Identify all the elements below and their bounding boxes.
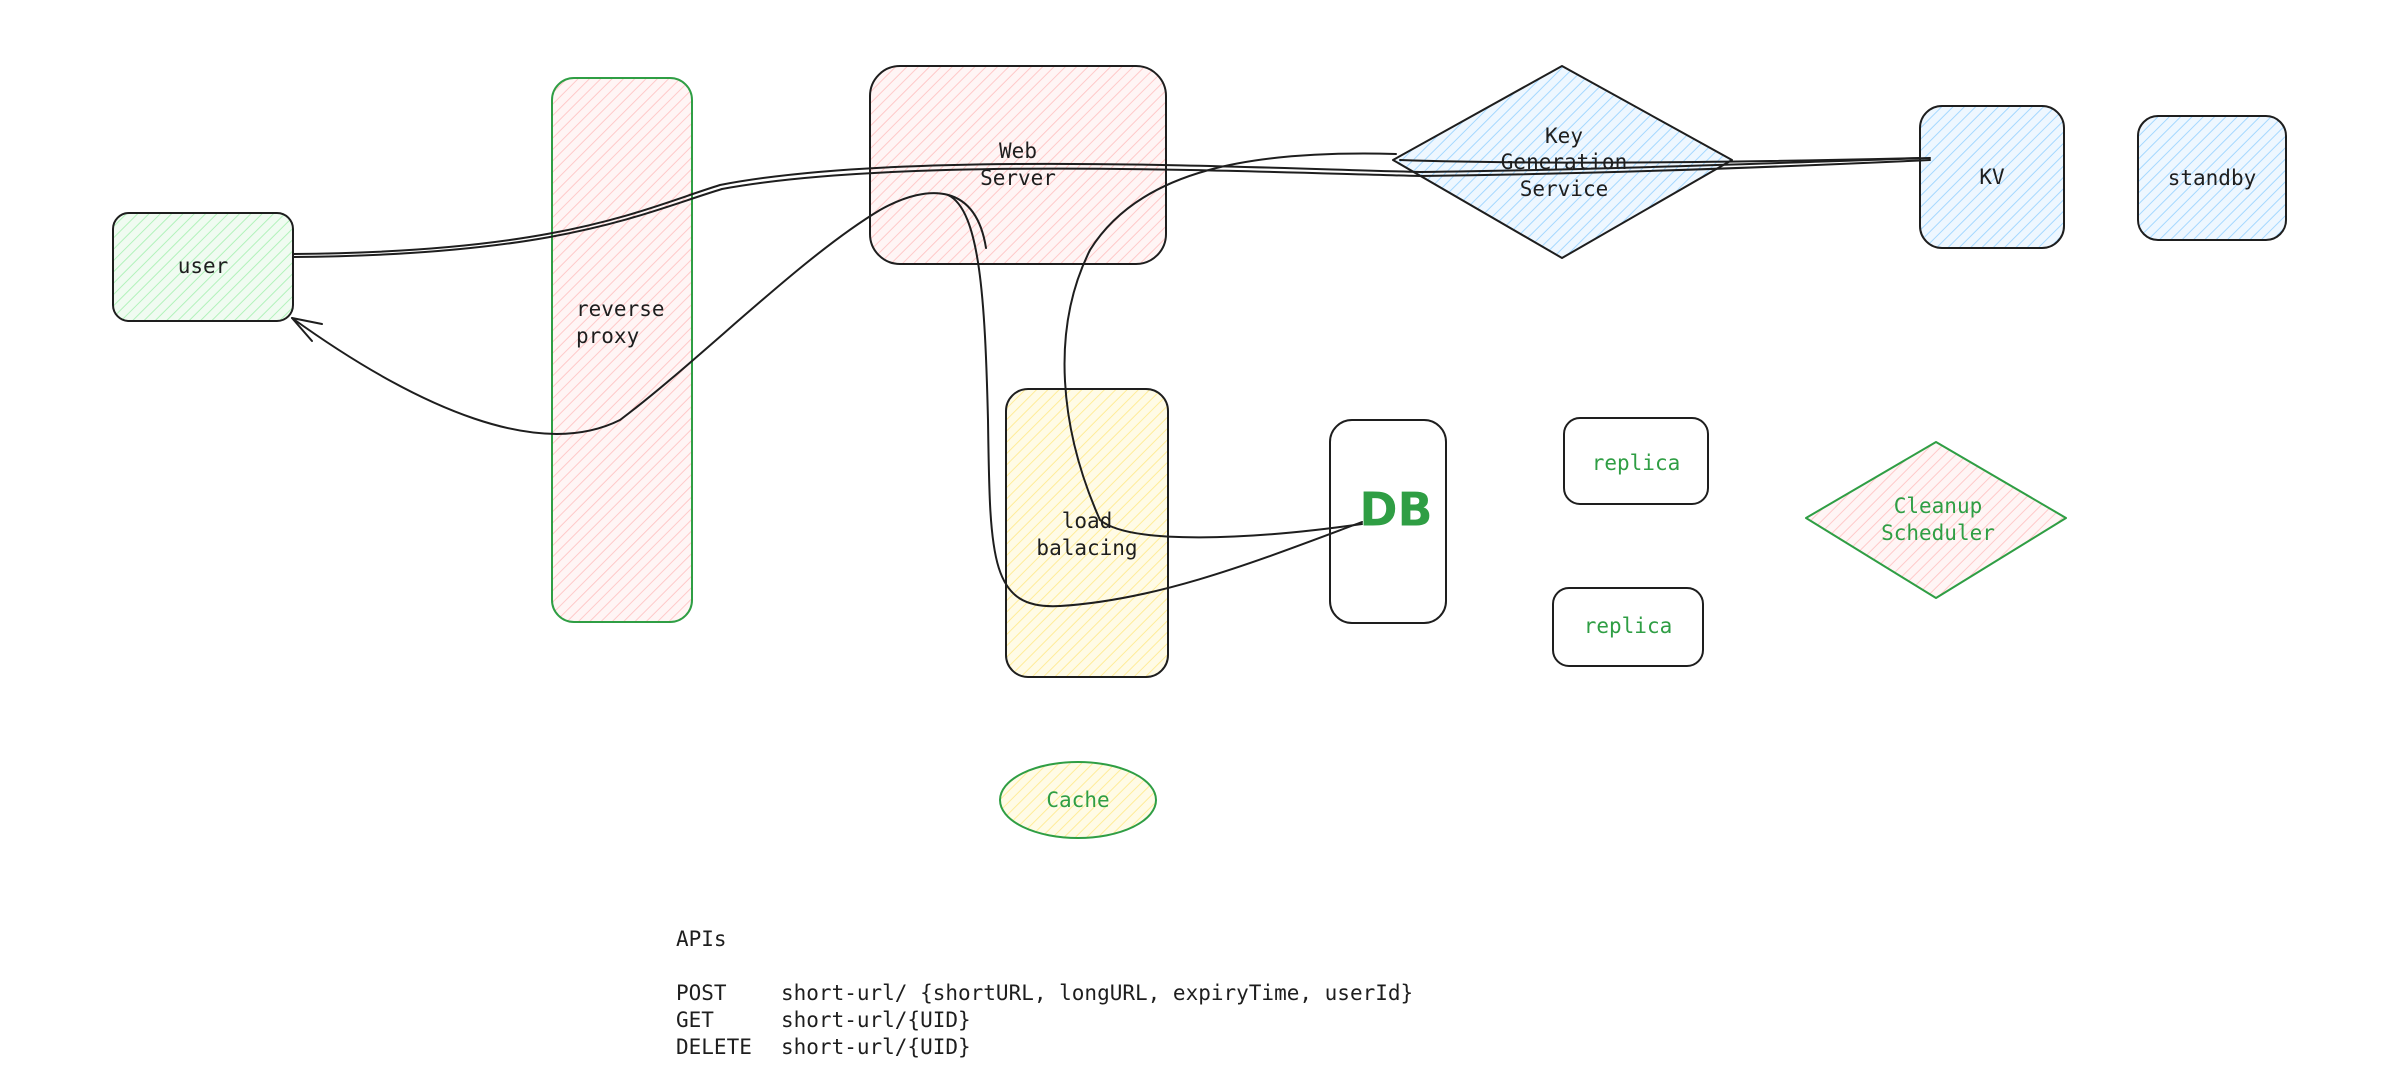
kgs-label-line-1: Key <box>1545 124 1583 148</box>
api-path-post: short-url/ {shortURL, longURL, expiryTim… <box>781 981 1413 1005</box>
reverse-proxy-label-line-2: proxy <box>576 324 639 348</box>
db-node[interactable]: DB <box>1329 419 1447 624</box>
connector-webserver-to-db[interactable] <box>947 194 1363 608</box>
connector-webserver-to-user[interactable] <box>291 192 987 435</box>
api-method-get: GET <box>676 1008 714 1032</box>
standby-label: standby <box>2168 166 2257 190</box>
web-server-label-line-1: Web <box>999 139 1037 163</box>
load-balancing-label-line-2: balacing <box>1036 536 1137 560</box>
connector-kgs-to-kv[interactable] <box>1399 157 1921 164</box>
kv-node[interactable]: KV <box>1919 105 2065 249</box>
api-method-post: POST <box>676 981 727 1005</box>
user-label: user <box>178 254 229 278</box>
api-list: APIs POST short-url/ {shortURL, longURL,… <box>676 927 1413 1059</box>
connector-user-to-kv[interactable] <box>292 157 1931 255</box>
apis-heading: APIs <box>676 927 727 951</box>
replica-1-label: replica <box>1592 451 1681 475</box>
connector-kgs-to-db[interactable] <box>1063 152 1397 539</box>
api-path-delete: short-url/{UID} <box>781 1035 971 1059</box>
connector-user-to-kv-double[interactable] <box>292 159 1931 258</box>
replica-2-label: replica <box>1584 614 1673 638</box>
cleanup-scheduler-label-line-1: Cleanup <box>1894 494 1983 518</box>
api-path-get: short-url/{UID} <box>781 1008 971 1032</box>
standby-node[interactable]: standby <box>2137 115 2287 241</box>
load-balancing-label-line-1: load <box>1062 509 1113 533</box>
load-balancing-node[interactable]: load balacing <box>1005 388 1169 678</box>
reverse-proxy-node[interactable]: reverse proxy <box>551 77 693 623</box>
cache-node[interactable]: Cache <box>999 761 1157 839</box>
arrowhead-to-user <box>291 317 323 342</box>
replica-node-2[interactable]: replica <box>1552 587 1704 667</box>
replica-node-1[interactable]: replica <box>1563 417 1709 505</box>
cleanup-scheduler-label-line-2: Scheduler <box>1881 521 1995 545</box>
db-label: DB <box>1359 483 1432 537</box>
cleanup-scheduler-node[interactable]: Cleanup Scheduler <box>1805 441 2067 599</box>
kgs-label-line-3: Service <box>1520 177 1609 201</box>
reverse-proxy-label-line-1: reverse <box>576 297 665 321</box>
api-method-delete: DELETE <box>676 1035 752 1059</box>
cache-label: Cache <box>1046 788 1109 812</box>
user-node[interactable]: user <box>112 212 294 322</box>
kv-label: KV <box>1979 165 2005 189</box>
